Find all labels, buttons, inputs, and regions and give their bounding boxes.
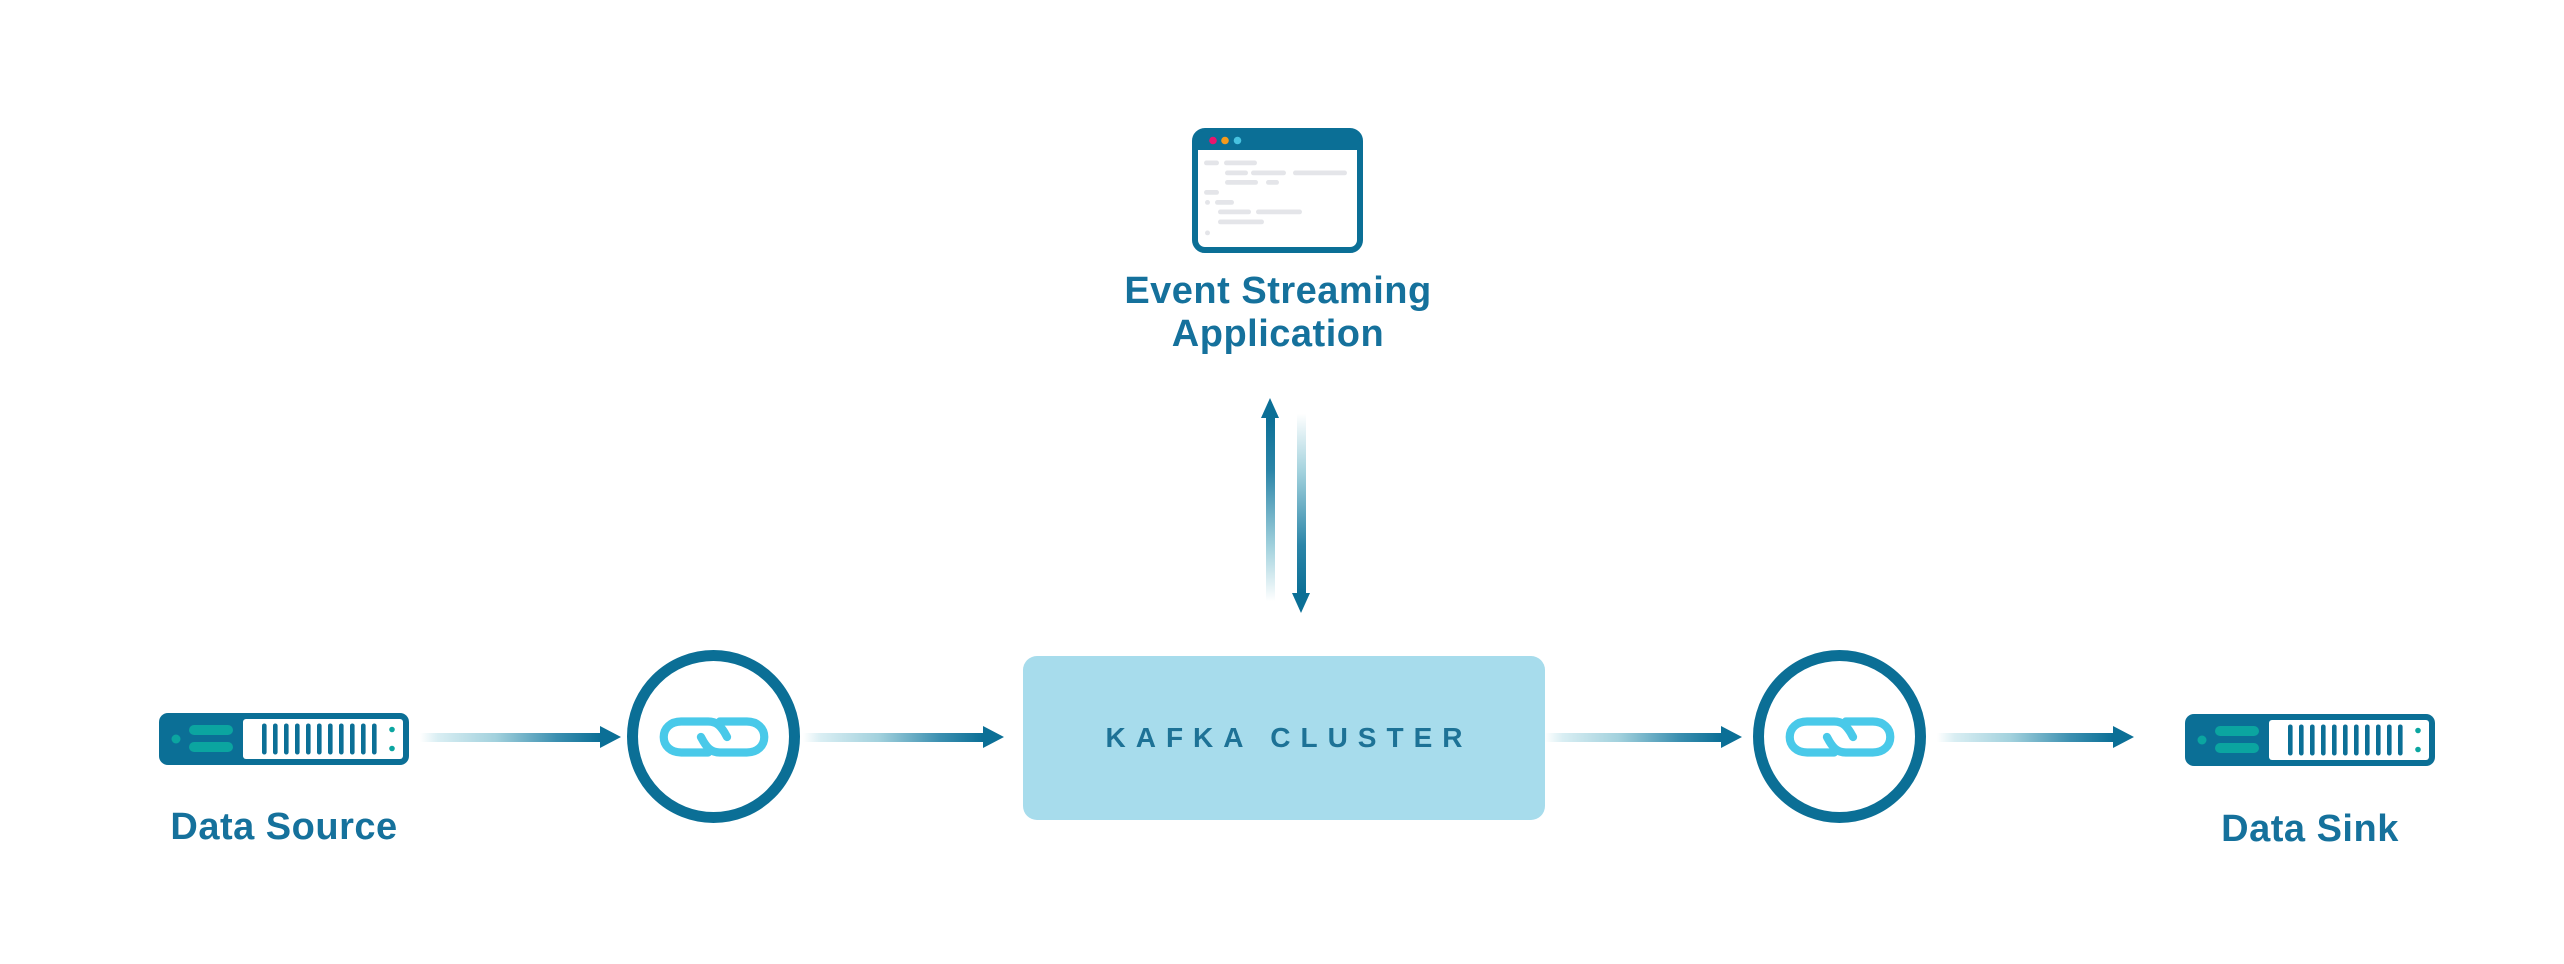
- arrowhead-down: [1292, 593, 1310, 613]
- arrow-shaft: [1937, 732, 2113, 742]
- arrow-shaft: [1545, 732, 1721, 742]
- arrow-application-to-kafka-cluster: [1292, 410, 1310, 613]
- chain-link-icon: [659, 716, 768, 757]
- arrow-sink-connector-to-data-sink: [1937, 726, 2134, 748]
- arrow-shaft: [1296, 410, 1306, 593]
- kafka-cluster-node: KAFKA CLUSTER: [1023, 656, 1545, 820]
- sink-connector-node: [1753, 650, 1926, 823]
- chain-link-icon: [1785, 716, 1894, 757]
- code-lines: [1204, 160, 1347, 236]
- window-dot-cyan: [1233, 136, 1242, 145]
- arrow-shaft: [803, 732, 983, 742]
- arrowhead-right: [2113, 726, 2134, 748]
- source-connector-node: [627, 650, 800, 823]
- arrow-source-connector-to-kafka-cluster: [803, 726, 1004, 748]
- window-dot-orange: [1221, 136, 1229, 145]
- data-sink-label: Data Sink: [2221, 808, 2399, 850]
- arrow-kafka-cluster-to-application: [1261, 398, 1279, 605]
- data-source-label: Data Source: [170, 806, 398, 848]
- browser-window-code-icon: [1192, 128, 1363, 253]
- arrowhead-right: [1721, 726, 1742, 748]
- kafka-cluster-label: KAFKA CLUSTER: [1105, 722, 1473, 753]
- arrow-kafka-cluster-to-sink-connector: [1545, 726, 1742, 748]
- arrowhead-right: [983, 726, 1004, 748]
- arrow-data-source-to-source-connector: [420, 726, 621, 748]
- app-label-line-2: Application: [1171, 313, 1385, 355]
- arrow-shaft: [420, 732, 600, 742]
- arrowhead-right: [600, 726, 621, 748]
- server-icon: [159, 713, 409, 765]
- window-dot-pink: [1209, 136, 1217, 145]
- arrow-shaft: [1265, 418, 1275, 605]
- event-streaming-application-label: Event Streaming Application: [1066, 270, 1490, 356]
- arrowhead-up: [1261, 398, 1279, 418]
- app-label-line-1: Event Streaming: [1124, 270, 1432, 312]
- server-icon: [2185, 714, 2435, 766]
